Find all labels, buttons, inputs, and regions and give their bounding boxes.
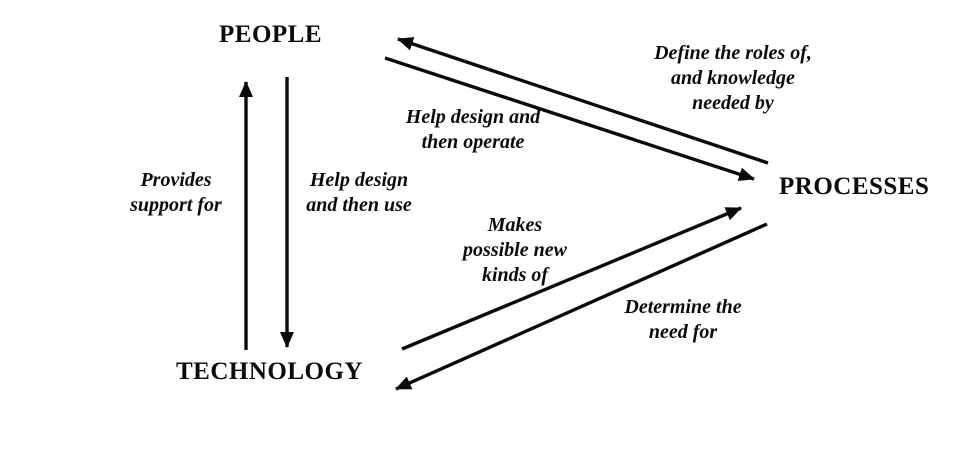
edge-label-provides-support: Provides support for [130,169,222,216]
arrow-technology-to-processes [401,206,742,351]
arrow-processes-to-people [397,37,769,165]
edge-label-makes-possible: Makes possible new kinds of [463,214,567,286]
node-processes: PROCESSES [779,173,930,200]
node-technology: TECHNOLOGY [176,358,363,385]
edge-label-help-design-operate: Help design and then operate [405,106,541,153]
arrow-processes-to-technology [395,222,768,391]
node-people: PEOPLE [219,21,323,48]
edge-label-determine-need: Determine the need for [624,296,742,343]
edge-label-define-roles: Define the roles of, and knowledge neede… [654,42,812,114]
edge-label-help-design-use: Help design and then use [306,169,412,216]
arrow-people-to-processes [384,56,755,181]
